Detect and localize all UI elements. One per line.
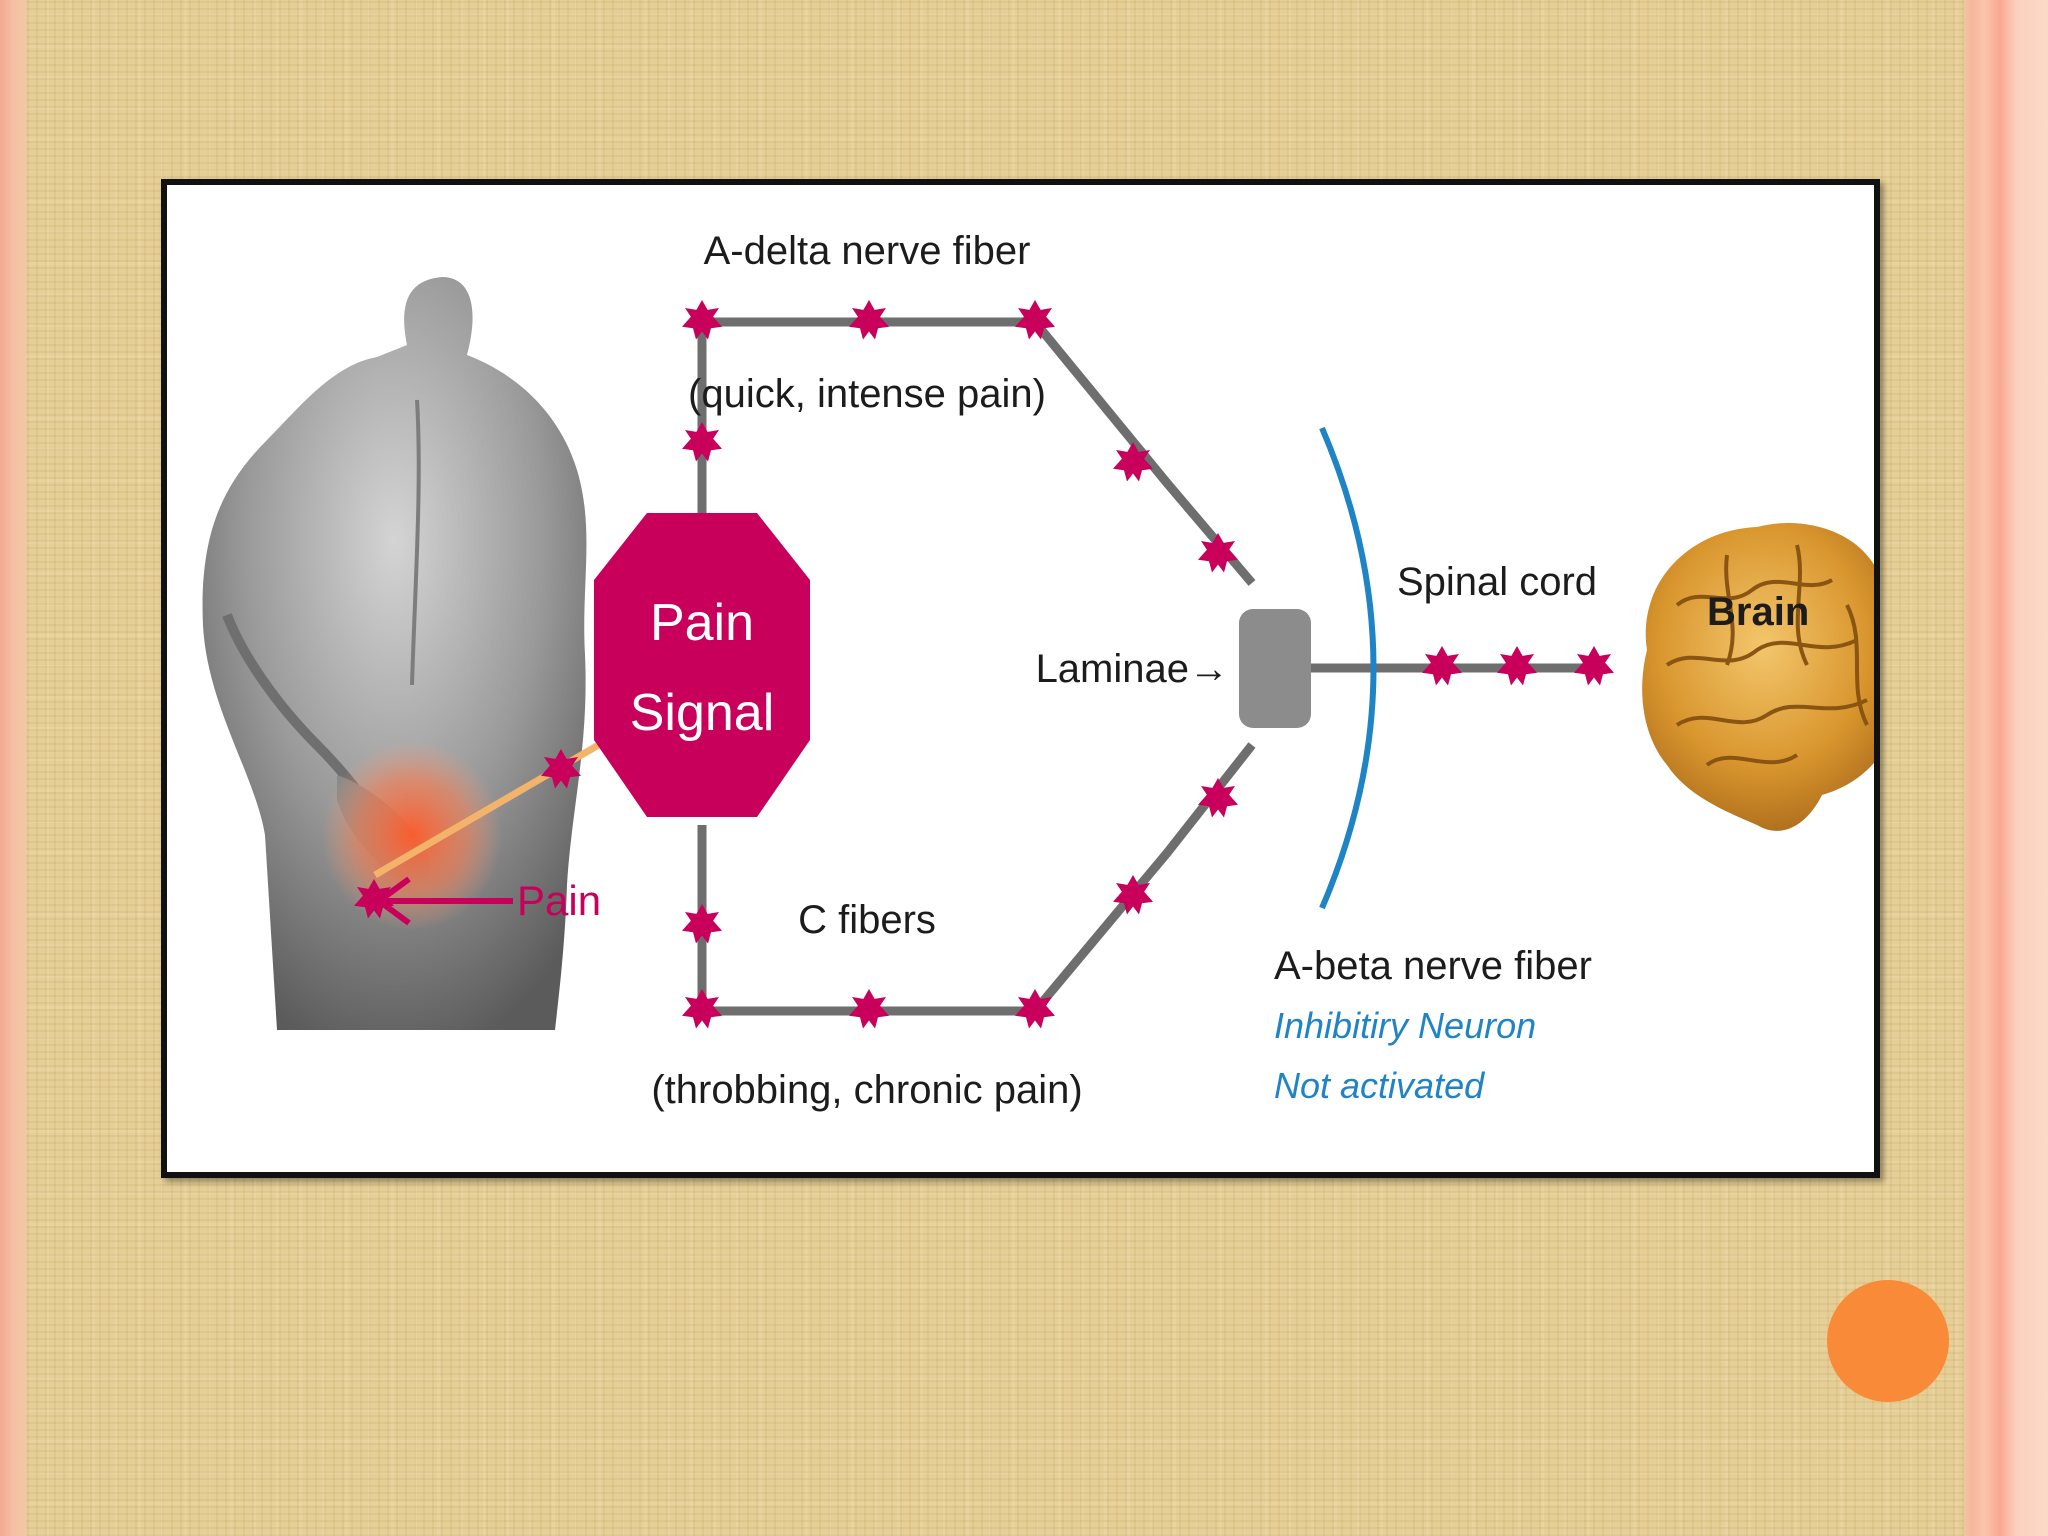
pain-signal-label-line1: Pain bbox=[650, 594, 754, 652]
man-back-illustration bbox=[202, 277, 587, 1030]
brain-illustration: Brain bbox=[1642, 522, 1874, 831]
c-fibers-label: C fibers bbox=[798, 898, 936, 942]
pain-pathway-figure: Pain Signal Brain bbox=[161, 179, 1880, 1178]
not-activated-label: Not activated bbox=[1274, 1065, 1485, 1106]
c-fiber-path bbox=[697, 742, 1256, 1016]
pain-signal-octagon: Pain Signal bbox=[594, 513, 810, 817]
pain-pathway-diagram: Pain Signal Brain bbox=[202, 229, 1874, 1112]
orange-circle-decoration bbox=[1827, 1280, 1949, 1402]
a-delta-description: (quick, intense pain) bbox=[688, 372, 1046, 416]
inhibitory-neuron-label: Inhibitiry Neuron bbox=[1274, 1005, 1536, 1046]
pain-label: Pain bbox=[517, 877, 601, 924]
a-beta-inhibitory-arc bbox=[1319, 426, 1377, 910]
spinal-cord-label: Spinal cord bbox=[1397, 560, 1597, 604]
laminae-block bbox=[1239, 609, 1311, 728]
laminae-label: Laminae→ bbox=[1036, 647, 1229, 691]
c-fibers-description: (throbbing, chronic pain) bbox=[651, 1068, 1082, 1112]
a-beta-fiber-label: A-beta nerve fiber bbox=[1274, 944, 1592, 988]
brain-label: Brain bbox=[1707, 590, 1809, 634]
left-frame-strip bbox=[0, 0, 26, 1536]
right-frame-strip bbox=[1964, 0, 2048, 1536]
pain-signal-label-line2: Signal bbox=[630, 684, 775, 742]
a-delta-fiber-label: A-delta nerve fiber bbox=[704, 229, 1031, 273]
